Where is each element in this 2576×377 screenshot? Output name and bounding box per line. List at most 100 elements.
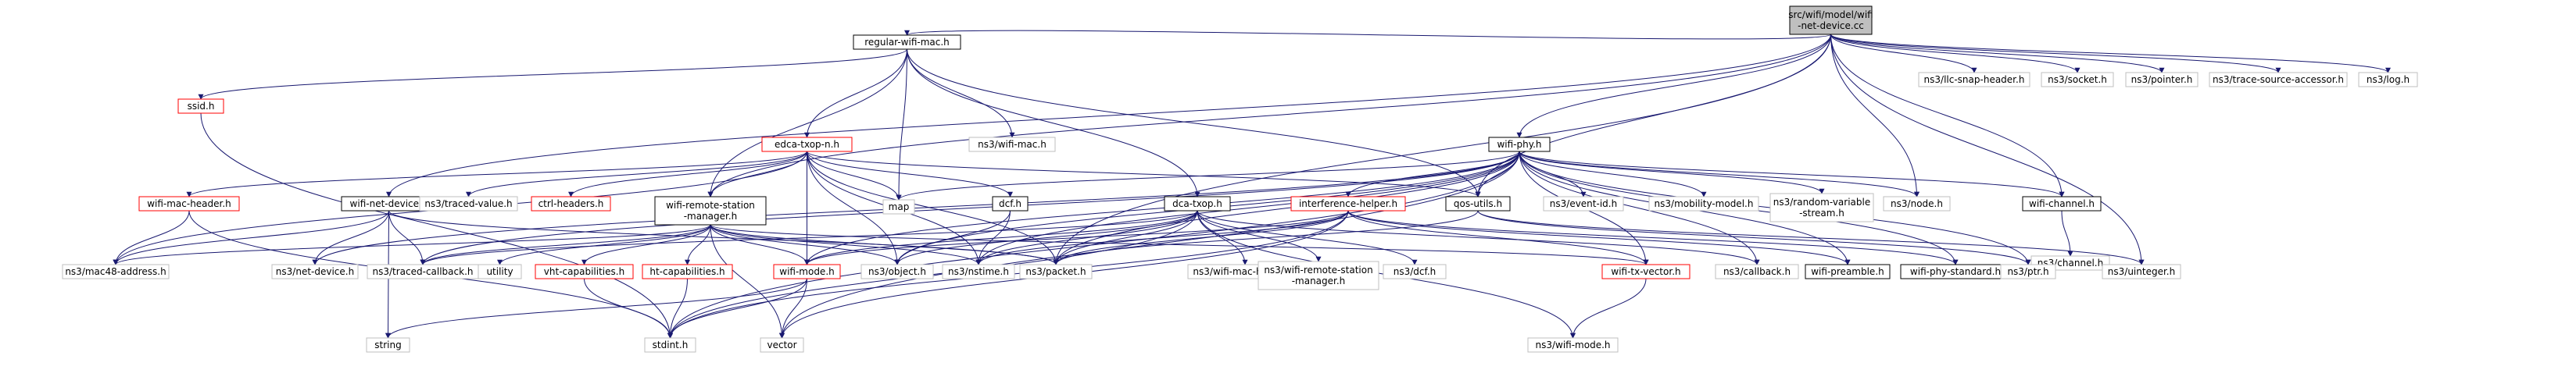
node-interference-helper[interactable]: interference-helper.h [1290,196,1406,212]
edge-root-to-packet [1053,34,1831,265]
node-vector[interactable]: vector [760,337,804,353]
node-label: ns3/mac48-address.h [65,266,166,277]
node-label: ns3/nstime.h [948,266,1009,277]
edge-root-to-node [1830,34,1919,197]
node-ptr[interactable]: ns3/ptr.h [2000,264,2056,279]
node-string[interactable]: string [366,337,410,353]
node-label: ns3/random-variable [1773,197,1871,208]
edge-ssid-to-stdint [200,112,673,339]
node-label: ns3/ptr.h [2007,266,2048,277]
edge-dca-txop-to-nstime [975,210,1198,265]
node-box [853,34,961,50]
node-ns3-wifi-mac[interactable]: ns3/wifi-mac.h [968,137,1056,152]
node-wrsm[interactable]: wifi-remote-station-manager.h [654,196,767,226]
node-ns3-dcf[interactable]: ns3/dcf.h [1383,264,1447,279]
node-label: -manager.h [684,211,738,222]
node-root[interactable]: src/wifi/model/wifi-net-device.cc [1788,5,1873,35]
node-packet[interactable]: ns3/packet.h [1019,264,1093,279]
node-wifi-phy[interactable]: wifi-phy.h [1488,137,1551,152]
edge-wrsm-to-vht-cap [581,224,711,265]
node-stdint[interactable]: stdint.h [644,337,696,353]
node-utility[interactable]: utility [478,264,522,279]
node-llc-snap[interactable]: ns3/llc-snap-header.h [1918,72,2030,87]
node-random-variable[interactable]: ns3/random-variable-stream.h [1769,193,1874,222]
node-ns3-wifi-mode[interactable]: ns3/wifi-mode.h [1527,337,1619,353]
node-traced-value[interactable]: ns3/traced-value.h [419,196,518,212]
edge-qos-utils-to-packet [1053,210,1479,265]
node-pointer[interactable]: ns3/pointer.h [2125,72,2199,87]
edge-wifi-phy-to-interference-helper [1345,151,1520,197]
node-box [419,196,518,212]
node-label: ns3/packet.h [1025,266,1086,277]
node-box [761,137,853,152]
node-label: regular-wifi-mac.h [864,37,950,48]
node-wifi-channel[interactable]: wifi-channel.h [2022,196,2102,212]
node-regular-wifi-mac[interactable]: regular-wifi-mac.h [853,34,961,50]
edge-wrsm-to-wifi-mode [710,224,810,265]
node-socket[interactable]: ns3/socket.h [2041,72,2114,87]
edge-dca-txop-to-traced-callback [420,210,1198,265]
node-label: ns3/llc-snap-header.h [1924,74,2025,85]
node-label: ns3/callback.h [1723,266,1791,277]
node-nstime[interactable]: ns3/nstime.h [942,264,1015,279]
edge-wifi-phy-to-map [896,151,1520,201]
node-mobility-model[interactable]: ns3/mobility-model.h [1648,196,1759,212]
node-uinteger[interactable]: ns3/uinteger.h [2102,264,2181,279]
node-wifi-preamble[interactable]: wifi-preamble.h [1805,264,1891,279]
edge-wrsm-to-nstime [710,224,982,265]
edge-qos-utils-to-uinteger [1477,210,2145,265]
node-ssid[interactable]: ssid.h [177,98,224,114]
edge-wrsm-to-ht-cap [685,224,711,265]
node-box [1715,264,1799,279]
node-label: ns3/net-device.h [276,266,354,277]
node-box [177,98,224,114]
node-wifi-phy-standard[interactable]: wifi-phy-standard.h [1900,264,2011,279]
node-box [1445,196,1511,212]
edge-regular-wifi-mac-to-wrsm [707,48,907,197]
edge-root-to-llc-snap [1830,34,1977,73]
node-wifi-tx-vector[interactable]: wifi-tx-vector.h [1601,264,1690,279]
node-label: ns3/dcf.h [1394,266,1436,277]
node-wifi-mac-header[interactable]: wifi-mac-header.h [138,196,240,212]
edge-wifi-phy-to-wifi-mode [804,151,1520,265]
node-ht-cap[interactable]: ht-capabilities.h [642,264,733,279]
node-object[interactable]: ns3/object.h [860,264,934,279]
edge-edca-txop-n-to-ctrl-headers [568,151,807,197]
node-map[interactable]: map [882,199,915,215]
node-box [882,199,915,215]
node-net-device[interactable]: ns3/net-device.h [271,264,359,279]
node-box [1488,137,1551,152]
node-log[interactable]: ns3/log.h [2358,72,2418,87]
node-box [1019,264,1093,279]
node-ctrl-headers[interactable]: ctrl-headers.h [531,196,611,212]
node-label: ns3/uinteger.h [2108,266,2175,277]
node-label: src/wifi/model/wifi [1788,9,1873,20]
node-box [2000,264,2056,279]
node-dca-txop[interactable]: dca-txop.h [1164,196,1231,212]
node-mac48[interactable]: ns3/mac48-address.h [62,264,170,279]
node-trace-source[interactable]: ns3/trace-source-accessor.h [2209,72,2348,87]
node-node[interactable]: ns3/node.h [1883,196,1951,212]
edge-dca-txop-to-packet [1053,210,1198,265]
edge-wifi-phy-to-nstime [975,151,1520,265]
node-qos-utils[interactable]: qos-utils.h [1445,196,1511,212]
node-vht-cap[interactable]: vht-capabilities.h [535,264,634,279]
node-edca-txop-n[interactable]: edca-txop-n.h [761,137,853,152]
edge-root-to-regular-wifi-mac [904,30,1831,40]
edge-root-to-qos-utils [1475,34,1831,197]
node-ns3-wrsm[interactable]: ns3/wifi-remote-station-manager.h [1258,261,1379,290]
node-box [968,137,1056,152]
edge-root-to-wifi-phy [1516,34,1831,138]
edge-interference-helper-to-wifi-preamble [1347,210,1851,265]
node-wifi-mode[interactable]: wifi-mode.h [773,264,841,279]
edge-edca-txop-n-to-packet [807,151,1059,265]
node-traced-callback[interactable]: ns3/traced-callback.h [367,264,479,279]
node-box [1527,337,1619,353]
node-event-id[interactable]: ns3/event-id.h [1543,196,1624,212]
node-dcf[interactable]: dcf.h [992,196,1029,212]
node-callback[interactable]: ns3/callback.h [1715,264,1799,279]
node-label: ns3/mobility-model.h [1655,198,1754,209]
node-box [1805,264,1891,279]
node-label: map [889,201,910,212]
